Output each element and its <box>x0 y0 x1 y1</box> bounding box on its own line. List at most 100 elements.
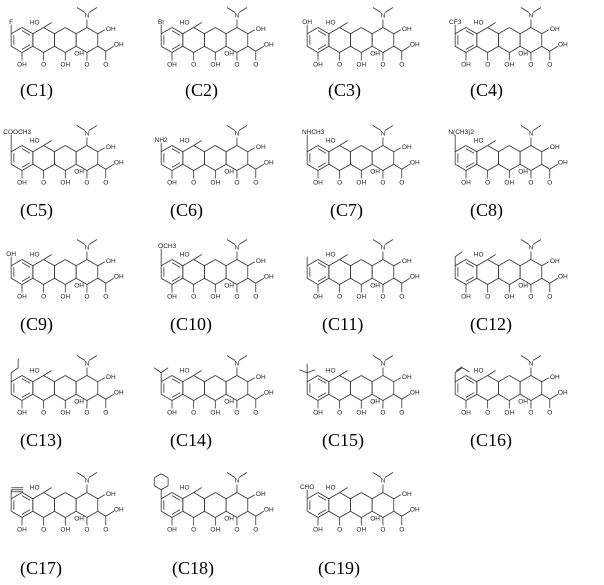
atom-label: OH <box>461 410 471 417</box>
bond <box>32 145 44 153</box>
bond <box>476 375 488 383</box>
atom-label: O <box>253 409 258 416</box>
atom-label: HO <box>30 252 40 259</box>
atom-label: OH <box>356 527 366 534</box>
bond <box>193 259 205 267</box>
bond <box>21 27 34 35</box>
bond <box>215 27 227 35</box>
bond <box>21 375 34 383</box>
bond <box>384 125 394 131</box>
bond <box>454 145 467 153</box>
bond <box>476 145 488 153</box>
compound-label: (C5) <box>20 200 53 221</box>
bond <box>65 510 77 518</box>
atom-label: O <box>485 62 490 69</box>
atom-label: OH <box>402 491 412 498</box>
atom-label: HO <box>474 20 484 27</box>
bond <box>498 45 510 53</box>
bond <box>498 163 510 171</box>
atom-label: O <box>234 180 239 187</box>
bond <box>65 277 77 285</box>
bond <box>182 510 194 518</box>
bond <box>21 393 34 401</box>
atom-label: OH <box>106 26 116 33</box>
substituent-tert-butyl <box>299 363 316 374</box>
atom-label: OH <box>256 491 266 498</box>
bond <box>520 355 530 361</box>
bond <box>204 27 216 35</box>
bond <box>193 370 202 376</box>
atom-label: O <box>234 527 239 534</box>
bond <box>54 393 66 401</box>
bond <box>382 163 394 171</box>
atom-label: OH <box>114 389 124 396</box>
bond <box>361 510 373 518</box>
bond <box>509 27 521 35</box>
bond <box>339 140 348 146</box>
bond <box>225 510 238 518</box>
substituent-propyl <box>10 358 19 374</box>
atom-label: OH <box>224 282 234 289</box>
bond <box>32 27 44 35</box>
atom-label: OH <box>167 294 177 301</box>
bond <box>454 45 467 53</box>
bond <box>317 148 327 154</box>
atom-label: O <box>253 293 258 300</box>
substituent-label: OCH3 <box>158 243 176 250</box>
bond <box>160 45 173 53</box>
atom-label: O <box>485 410 490 417</box>
atom-label: OH <box>60 180 70 187</box>
bond <box>247 29 255 35</box>
atom-label: N <box>235 131 240 138</box>
atom-label: N <box>381 478 386 485</box>
atom-label: OH <box>60 294 70 301</box>
bond <box>350 375 362 383</box>
atom-label: OH <box>370 515 380 522</box>
bond <box>401 163 410 170</box>
bond <box>171 375 184 383</box>
compound-label: (C8) <box>470 200 503 221</box>
atom-label: OH <box>370 50 380 57</box>
bond <box>43 45 55 53</box>
atom-label: HO <box>180 485 190 492</box>
bond <box>465 163 478 171</box>
bond <box>171 259 184 267</box>
compound-label: (C16) <box>470 430 512 451</box>
bond <box>371 393 384 401</box>
bond <box>541 393 550 400</box>
atom-label: N <box>85 478 90 485</box>
atom-label: N <box>529 361 534 368</box>
bond <box>247 45 256 52</box>
bond <box>532 239 542 245</box>
bond <box>465 393 478 401</box>
bond <box>372 472 382 478</box>
atom-label: O <box>234 294 239 301</box>
bond <box>509 145 521 153</box>
substituent-label: COOCH3 <box>3 129 31 136</box>
bond <box>382 492 394 500</box>
compound-label: (C1) <box>20 80 53 101</box>
bond <box>509 163 521 171</box>
bond <box>226 239 236 245</box>
bond <box>487 27 499 35</box>
atom-label: HO <box>326 252 336 259</box>
bond <box>21 392 31 398</box>
atom-label: OH <box>550 26 560 33</box>
bond <box>393 45 402 52</box>
bond <box>21 510 34 518</box>
bond <box>76 239 86 245</box>
bond <box>498 277 510 285</box>
bond <box>182 45 194 53</box>
atom-label: O <box>528 180 533 187</box>
atom-label: OH <box>504 180 514 187</box>
substituent-label: OH <box>302 19 312 26</box>
compound-label: (C2) <box>185 80 218 101</box>
atom-label: HO <box>326 20 336 27</box>
atom-label: HO <box>326 368 336 375</box>
bond <box>487 370 496 376</box>
bond <box>306 393 319 401</box>
bond <box>43 393 55 401</box>
